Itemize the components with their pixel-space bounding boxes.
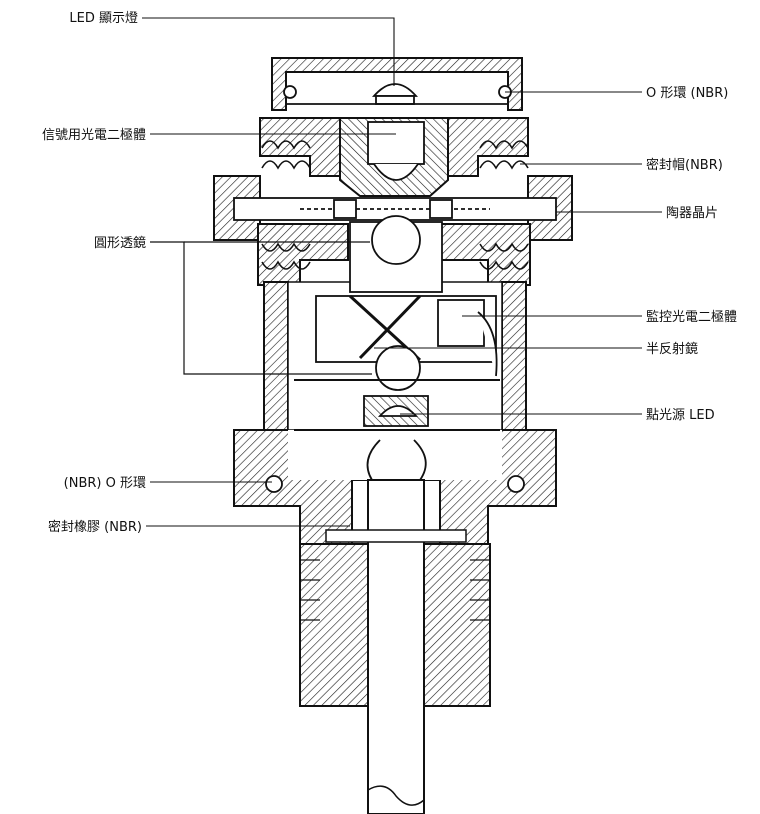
label-o-ring-top: O 形環 (NBR) — [646, 86, 728, 101]
leader-led-indicator — [142, 17, 395, 86]
tube-wall-right — [501, 281, 527, 431]
labels: LED 顯示燈 O 形環 (NBR) 信號用光電二極體 密封帽(NBR) 陶器晶… — [42, 11, 737, 535]
point-source-led-part — [294, 395, 500, 481]
round-lens-lower — [294, 345, 500, 391]
upper-body-right — [441, 117, 529, 177]
round-lens-upper — [349, 215, 443, 293]
lens-bracket — [150, 241, 372, 375]
label-monitor-photodiode: 監控光電二極體 — [646, 309, 737, 325]
signal-photodiode-part — [367, 121, 425, 181]
top-cap — [271, 57, 523, 111]
label-led-indicator: LED 顯示燈 — [69, 11, 138, 26]
label-seal-rubber: 密封橡膠 (NBR) — [48, 519, 142, 535]
label-point-source-led: 點光源 LED — [646, 408, 715, 423]
flange-cavity — [288, 430, 502, 480]
seal-rubber-ring — [325, 529, 467, 543]
upper-body-left — [259, 117, 347, 177]
label-ceramic-chip: 陶器晶片 — [666, 205, 718, 221]
tube-wall-left — [263, 281, 289, 431]
thread-marks — [300, 559, 490, 621]
o-ring-bottom-parts — [265, 475, 525, 493]
led-indicator-part — [286, 83, 508, 105]
mid-body-right — [439, 223, 531, 286]
mirror-assembly — [315, 294, 498, 377]
label-signal-photodiode: 信號用光電二極體 — [42, 127, 146, 143]
label-seal-cap: 密封帽(NBR) — [646, 157, 723, 173]
label-o-ring-bottom: (NBR) O 形環 — [64, 476, 146, 491]
seal-caps — [261, 140, 529, 270]
mid-body-left — [257, 223, 349, 286]
label-round-lens: 圓形透鏡 — [94, 236, 146, 251]
leader-lines — [142, 17, 662, 527]
ceramic-chip-shaft — [233, 197, 557, 221]
neck-left — [299, 543, 369, 707]
neck-right — [423, 543, 491, 707]
label-half-mirror: 半反射鏡 — [646, 341, 698, 357]
